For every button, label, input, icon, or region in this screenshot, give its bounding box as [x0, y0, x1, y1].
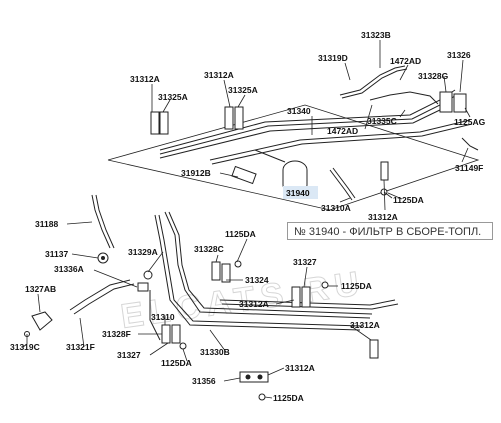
label-31321F[interactable]: 31321F [66, 342, 95, 352]
clip-31328C [211, 261, 231, 283]
label-31312A-5[interactable]: 31312A [350, 320, 380, 330]
label-31323B[interactable]: 31323B [361, 30, 391, 40]
label-31312A-2[interactable]: 31312A [204, 70, 234, 80]
label-31940[interactable]: 31940 [286, 188, 310, 198]
clamp-31329A [143, 270, 153, 280]
clip-31356 [239, 371, 269, 383]
label-1125DA-2[interactable]: 1125DA [225, 229, 256, 239]
clip-31312A-lower-right [369, 339, 379, 359]
label-1125DA-4[interactable]: 1125DA [161, 358, 192, 368]
label-31325A-2[interactable]: 31325A [228, 85, 258, 95]
label-31188[interactable]: 31188 [35, 219, 58, 229]
label-31149F[interactable]: 31149F [455, 163, 483, 173]
clip-31327-right [291, 286, 311, 308]
clip-31312A-upper-mid [224, 106, 244, 130]
bracket-1327AB [31, 311, 53, 331]
clip-31312A-right [380, 161, 389, 181]
clip-31312A-upper-left [150, 111, 169, 135]
label-31319D[interactable]: 31319D [318, 53, 348, 63]
label-31329A[interactable]: 31329A [128, 247, 158, 257]
label-31310A[interactable]: 31310A [321, 203, 351, 213]
label-31137[interactable]: 31137 [45, 249, 68, 259]
part-labels: 31323B 31319D 1472AD 31326 31312A 31312A… [10, 30, 486, 403]
label-31356[interactable]: 31356 [192, 376, 216, 386]
label-1125DA-1[interactable]: 1125DA [393, 195, 424, 205]
bolt-1125DA-upper [380, 188, 393, 199]
label-31328C[interactable]: 31328C [194, 244, 224, 254]
fuel-pipes-lower [69, 194, 399, 341]
label-31319C[interactable]: 31319C [10, 342, 40, 352]
label-31327-1[interactable]: 31327 [293, 257, 317, 267]
clamp-31336A [137, 282, 149, 292]
label-31310[interactable]: 31310 [151, 312, 175, 322]
highlight-box [283, 186, 318, 199]
bolt-31319C [24, 331, 30, 344]
clip-31326 [439, 91, 467, 113]
label-1125AG[interactable]: 1125AG [454, 117, 486, 127]
leader-lines [22, 40, 471, 399]
label-31312A-3[interactable]: 31312A [368, 212, 398, 222]
label-31328F[interactable]: 31328F [102, 329, 131, 339]
label-31312A-4[interactable]: 31312A [239, 299, 269, 309]
label-1472AD-mid[interactable]: 1472AD [327, 126, 358, 136]
label-31912B[interactable]: 31912B [181, 168, 211, 178]
fuel-pipes-upper [159, 65, 479, 201]
label-31325A-1[interactable]: 31325A [158, 92, 188, 102]
label-31324[interactable]: 31324 [245, 275, 269, 285]
label-31328G[interactable]: 31328G [418, 71, 449, 81]
label-1125DA-5[interactable]: 1125DA [273, 393, 304, 403]
label-31312A-1[interactable]: 31312A [130, 74, 160, 84]
label-31340[interactable]: 31340 [287, 106, 311, 116]
label-31330B[interactable]: 31330B [200, 347, 230, 357]
label-31336A[interactable]: 31336A [54, 264, 84, 274]
label-31326[interactable]: 31326 [447, 50, 471, 60]
grommet-31137 [97, 252, 109, 264]
label-31335C[interactable]: 31335C [367, 116, 397, 126]
label-31312A-6[interactable]: 31312A [285, 363, 315, 373]
bolt-1125DA-lower [179, 260, 329, 401]
label-1125DA-3[interactable]: 1125DA [341, 281, 372, 291]
label-1472AD-top[interactable]: 1472AD [390, 56, 421, 66]
label-1327AB[interactable]: 1327AB [25, 284, 56, 294]
part-tooltip: № 31940 - ФИЛЬТР В СБОРЕ-ТОПЛ. [287, 222, 493, 240]
label-31327-2[interactable]: 31327 [117, 350, 141, 360]
